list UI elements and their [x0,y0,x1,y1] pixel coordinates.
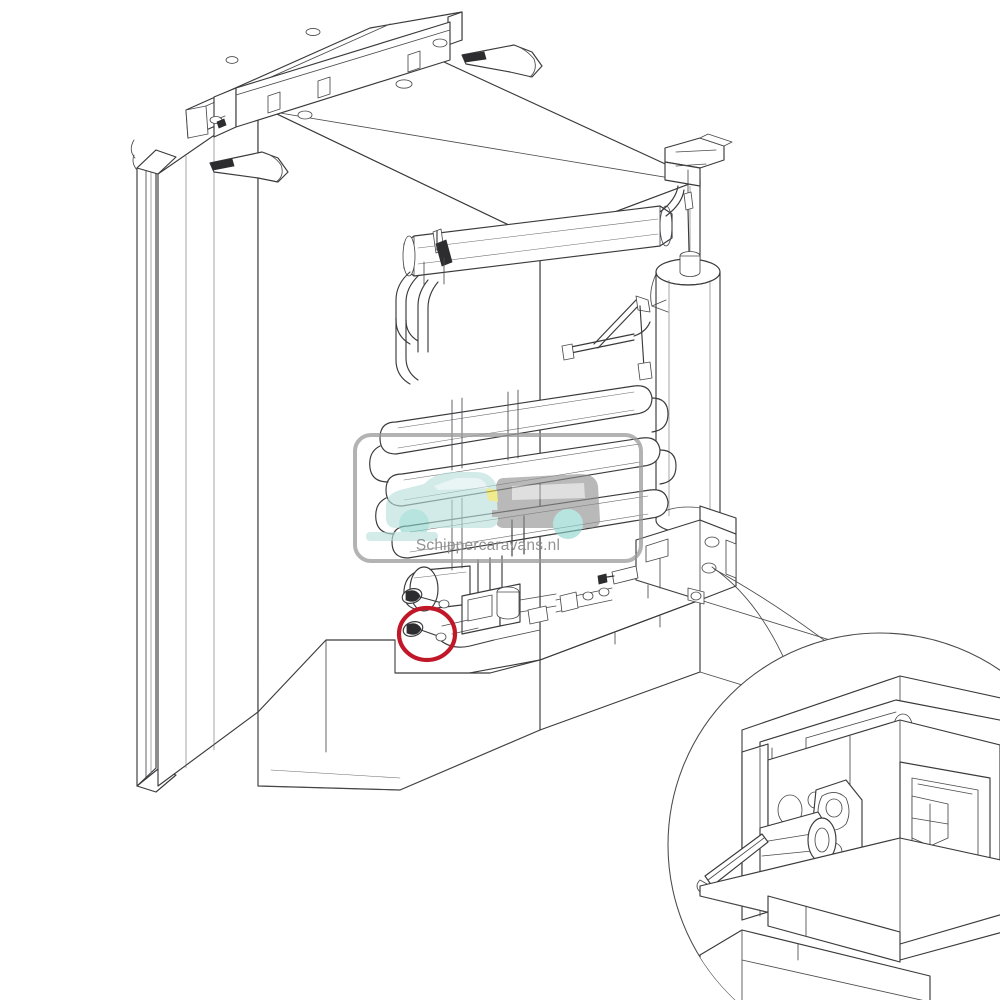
boiler-flue-tube [650,251,721,534]
condenser-clip [432,228,453,267]
hinge-tab-right [461,44,543,78]
top-mounting-bracket [185,11,463,139]
gas-valve-assembly [439,583,613,648]
hinge-tab-left [209,151,289,183]
detail-magnifier-circle [667,632,1000,1000]
mounting-screws [401,588,450,642]
condenser-top-bar [402,185,685,277]
igniter-electrode [561,321,651,361]
upper-right-flange [664,133,733,291]
burner-housing [597,505,737,605]
thermocouple-probe [593,295,653,381]
red-highlight-ellipse [396,605,458,663]
cooling-pipe-left [395,257,445,385]
